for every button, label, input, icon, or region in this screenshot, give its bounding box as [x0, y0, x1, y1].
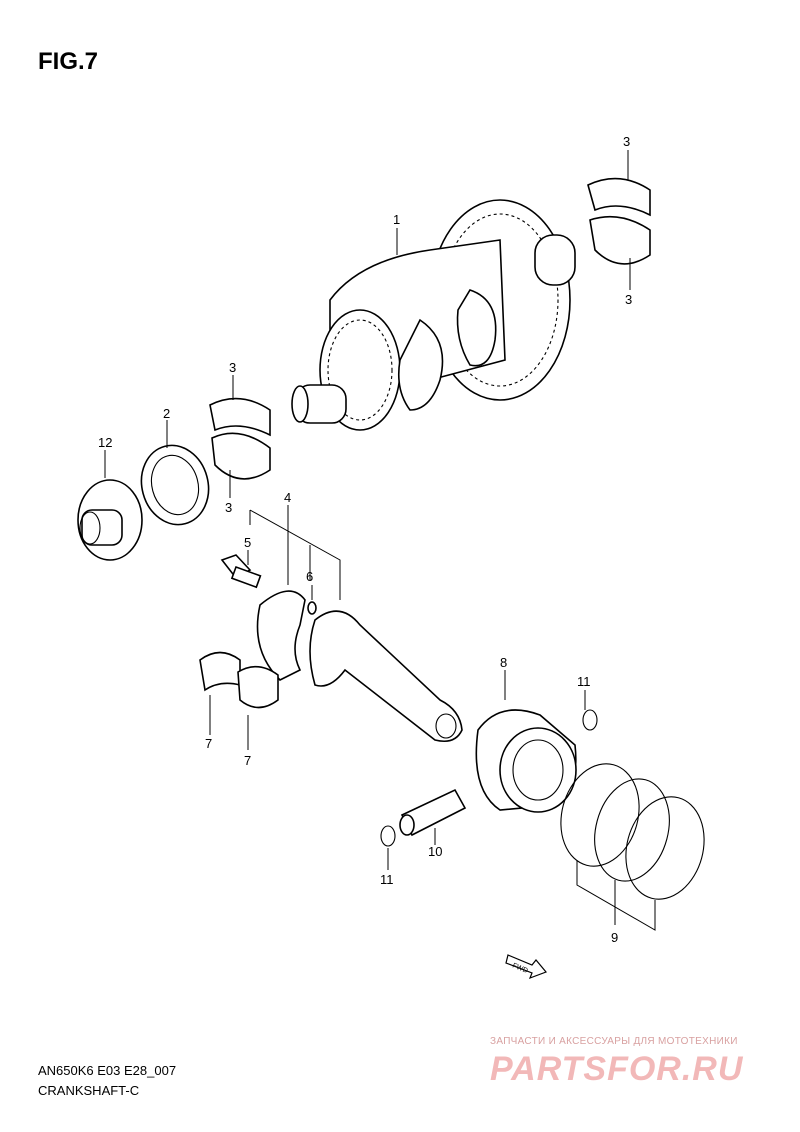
gear-part-12[interactable] — [77, 479, 143, 561]
bearing-shell-part-7[interactable] — [199, 651, 279, 709]
callout-1: 1 — [393, 212, 400, 227]
thrust-washer-part-2[interactable] — [133, 438, 217, 532]
piston-pin-part-10[interactable] — [399, 788, 467, 837]
piston-rings-part-9[interactable] — [550, 755, 715, 908]
piston-part-8[interactable] — [475, 709, 577, 813]
pin-part-6[interactable] — [307, 601, 317, 615]
callout-3-right: 3 — [625, 292, 632, 307]
circlip-part-11-lower[interactable] — [380, 825, 396, 847]
crankshaft-part-1[interactable] — [291, 199, 576, 431]
bolt-part-5[interactable] — [220, 554, 262, 589]
callout-2: 2 — [163, 406, 170, 421]
callout-11-lower: 11 — [380, 872, 394, 887]
callout-9: 9 — [611, 930, 618, 945]
connecting-rod-part-4[interactable] — [256, 590, 463, 743]
callout-7-left: 7 — [205, 736, 212, 751]
bearing-shell-part-3-upper-right[interactable] — [587, 177, 651, 265]
callout-3-top: 3 — [623, 134, 630, 149]
callout-8: 8 — [500, 655, 507, 670]
circlip-part-11-upper[interactable] — [582, 709, 598, 731]
callout-11-upper: 11 — [577, 674, 591, 689]
callout-3-left-upper: 3 — [229, 360, 236, 375]
footer-model-code: AN650K6 E03 E28_007 — [38, 1063, 177, 1078]
callout-7-right: 7 — [244, 753, 251, 768]
fwd-arrow-icon: FWD — [505, 954, 548, 980]
callout-10: 10 — [428, 844, 442, 859]
callout-6: 6 — [306, 569, 313, 584]
watermark-tagline: ЗАПЧАСТИ И АКСЕССУАРЫ ДЛЯ МОТОТЕХНИКИ — [490, 1036, 738, 1047]
callout-5: 5 — [244, 535, 251, 550]
callout-4: 4 — [284, 490, 291, 505]
footer-section-name: CRANKSHAFT-C — [38, 1083, 140, 1098]
callout-3-left-lower: 3 — [225, 500, 232, 515]
leader-lines — [104, 150, 656, 931]
figure-title: FIG.7 — [38, 48, 99, 75]
watermark-logo: PARTSFOR.RU — [490, 1050, 744, 1088]
callout-12: 12 — [98, 435, 112, 450]
bearing-shell-part-3-left[interactable] — [209, 397, 271, 480]
